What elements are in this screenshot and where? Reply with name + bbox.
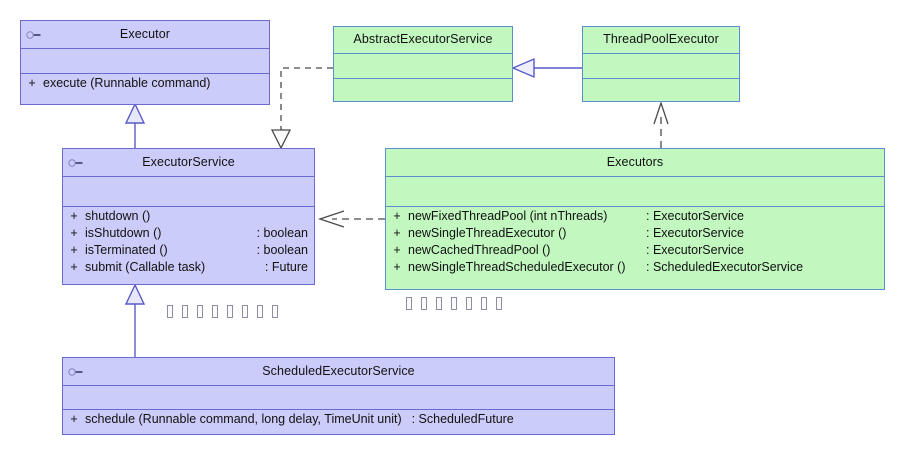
class-box-executor-service[interactable]: ExecutorService + shutdown () + isShutdo… (62, 148, 315, 285)
operation-visibility: + (70, 412, 78, 426)
operation-row: + newSingleThreadScheduledExecutor () : … (386, 260, 884, 278)
operation-signature: newCachedThreadPool () (408, 243, 551, 257)
operation-visibility: + (70, 260, 78, 274)
operation-return-type: : ExecutorService (646, 243, 744, 257)
class-name-compartment: ThreadPoolExecutor (583, 27, 739, 53)
class-attributes-compartment (21, 48, 269, 73)
class-box-thread-pool-executor[interactable]: ThreadPoolExecutor (582, 26, 740, 102)
missing-glyph-box (272, 305, 278, 318)
missing-glyph-box (436, 297, 442, 310)
operation-visibility: + (393, 243, 401, 257)
operation-row: + submit (Callable task) : Future (63, 260, 314, 278)
operation-signature: submit (Callable task) (85, 260, 206, 274)
operation-row: + shutdown () (63, 209, 314, 227)
interface-lollipop-icon (68, 158, 83, 167)
missing-glyph-box (421, 297, 427, 310)
class-name-label: ScheduledExecutorService (262, 363, 415, 378)
class-operations-compartment: + shutdown () + isShutdown () : boolean … (63, 206, 314, 284)
missing-glyph-box (212, 305, 218, 318)
class-operations-compartment (583, 78, 739, 101)
interface-lollipop-icon (26, 30, 41, 39)
operation-row: + isShutdown () : boolean (63, 226, 314, 244)
class-name-compartment: ExecutorService (63, 149, 314, 176)
unrendered-glyphs-left (167, 305, 278, 318)
operation-row: + execute (Runnable command) (21, 76, 269, 94)
operation-return-type: : boolean (256, 226, 308, 240)
class-box-scheduled-executor-service[interactable]: ScheduledExecutorService + schedule (Run… (62, 357, 615, 435)
edge-executors-uses-threadpoolexecutor (653, 100, 669, 148)
missing-glyph-box (496, 297, 502, 310)
operation-signature: shutdown () (85, 209, 151, 223)
class-attributes-compartment (63, 176, 314, 206)
operation-signature: isTerminated () (85, 243, 168, 257)
missing-glyph-box (167, 305, 173, 318)
edge-executorservice-extends-executor (124, 102, 146, 148)
class-box-executor[interactable]: Executor + execute (Runnable command) (20, 20, 270, 105)
operation-row: + schedule (Runnable command, long delay… (63, 412, 614, 430)
operation-visibility: + (393, 226, 401, 240)
edge-abstractexecutorservice-realizes-executorservice (270, 67, 333, 150)
edge-threadpoolexecutor-extends-abstractexecutorservice (511, 57, 582, 79)
missing-glyph-box (197, 305, 203, 318)
operation-signature: execute (Runnable command) (43, 76, 211, 90)
missing-glyph-box (451, 297, 457, 310)
operation-row: + newFixedThreadPool (int nThreads) : Ex… (386, 209, 884, 227)
missing-glyph-box (406, 297, 412, 310)
class-name-label: Executors (606, 154, 664, 169)
operation-return-type: : ScheduledFuture (411, 412, 514, 426)
operation-return-type: : ExecutorService (646, 209, 744, 223)
operation-signature: schedule (Runnable command, long delay, … (85, 412, 402, 426)
class-attributes-compartment (386, 176, 884, 206)
operation-visibility: + (70, 243, 78, 257)
missing-glyph-box (242, 305, 248, 318)
operation-row: + newSingleThreadExecutor () : ExecutorS… (386, 226, 884, 244)
operation-signature: newSingleThreadExecutor () (408, 226, 567, 240)
operation-signature: isShutdown () (85, 226, 162, 240)
class-name-label: ExecutorService (142, 154, 235, 169)
missing-glyph-box (466, 297, 472, 310)
edge-scheduledexecutorservice-extends-executorservice (124, 283, 146, 357)
class-name-compartment: Executors (386, 149, 884, 176)
operation-signature: newSingleThreadScheduledExecutor () (408, 260, 626, 274)
class-operations-compartment (334, 78, 512, 101)
operation-return-type: : ExecutorService (646, 226, 744, 240)
operation-visibility: + (70, 226, 78, 240)
class-name-label: AbstractExecutorService (353, 32, 493, 47)
operation-row: + isTerminated () : boolean (63, 243, 314, 261)
missing-glyph-box (182, 305, 188, 318)
interface-lollipop-icon (68, 367, 83, 376)
missing-glyph-box (227, 305, 233, 318)
class-name-compartment: Executor (21, 21, 269, 48)
class-operations-compartment: + schedule (Runnable command, long delay… (63, 409, 614, 434)
operation-visibility: + (393, 209, 401, 223)
class-name-compartment: ScheduledExecutorService (63, 358, 614, 385)
class-attributes-compartment (63, 385, 614, 409)
class-name-label: Executor (119, 26, 171, 41)
operation-visibility: + (393, 260, 401, 274)
class-operations-compartment: + newFixedThreadPool (int nThreads) : Ex… (386, 206, 884, 289)
edge-executors-depends-executorservice (317, 210, 385, 228)
unrendered-glyphs-right (406, 297, 502, 310)
missing-glyph-box (481, 297, 487, 310)
operation-row: + newCachedThreadPool () : ExecutorServi… (386, 243, 884, 261)
class-operations-compartment: + execute (Runnable command) (21, 73, 269, 104)
class-attributes-compartment (334, 53, 512, 78)
class-name-compartment: AbstractExecutorService (334, 27, 512, 53)
operation-return-type: : Future (264, 260, 308, 274)
missing-glyph-box (257, 305, 263, 318)
operation-signature: newFixedThreadPool (int nThreads) (408, 209, 608, 223)
class-attributes-compartment (583, 53, 739, 78)
class-box-executors[interactable]: Executors + newFixedThreadPool (int nThr… (385, 148, 885, 290)
operation-return-type: : boolean (256, 243, 308, 257)
class-name-label: ThreadPoolExecutor (603, 32, 719, 47)
operation-visibility: + (28, 76, 36, 90)
class-box-abstract-executor-service[interactable]: AbstractExecutorService (333, 26, 513, 102)
operation-return-type: : ScheduledExecutorService (646, 260, 804, 274)
operation-visibility: + (70, 209, 78, 223)
